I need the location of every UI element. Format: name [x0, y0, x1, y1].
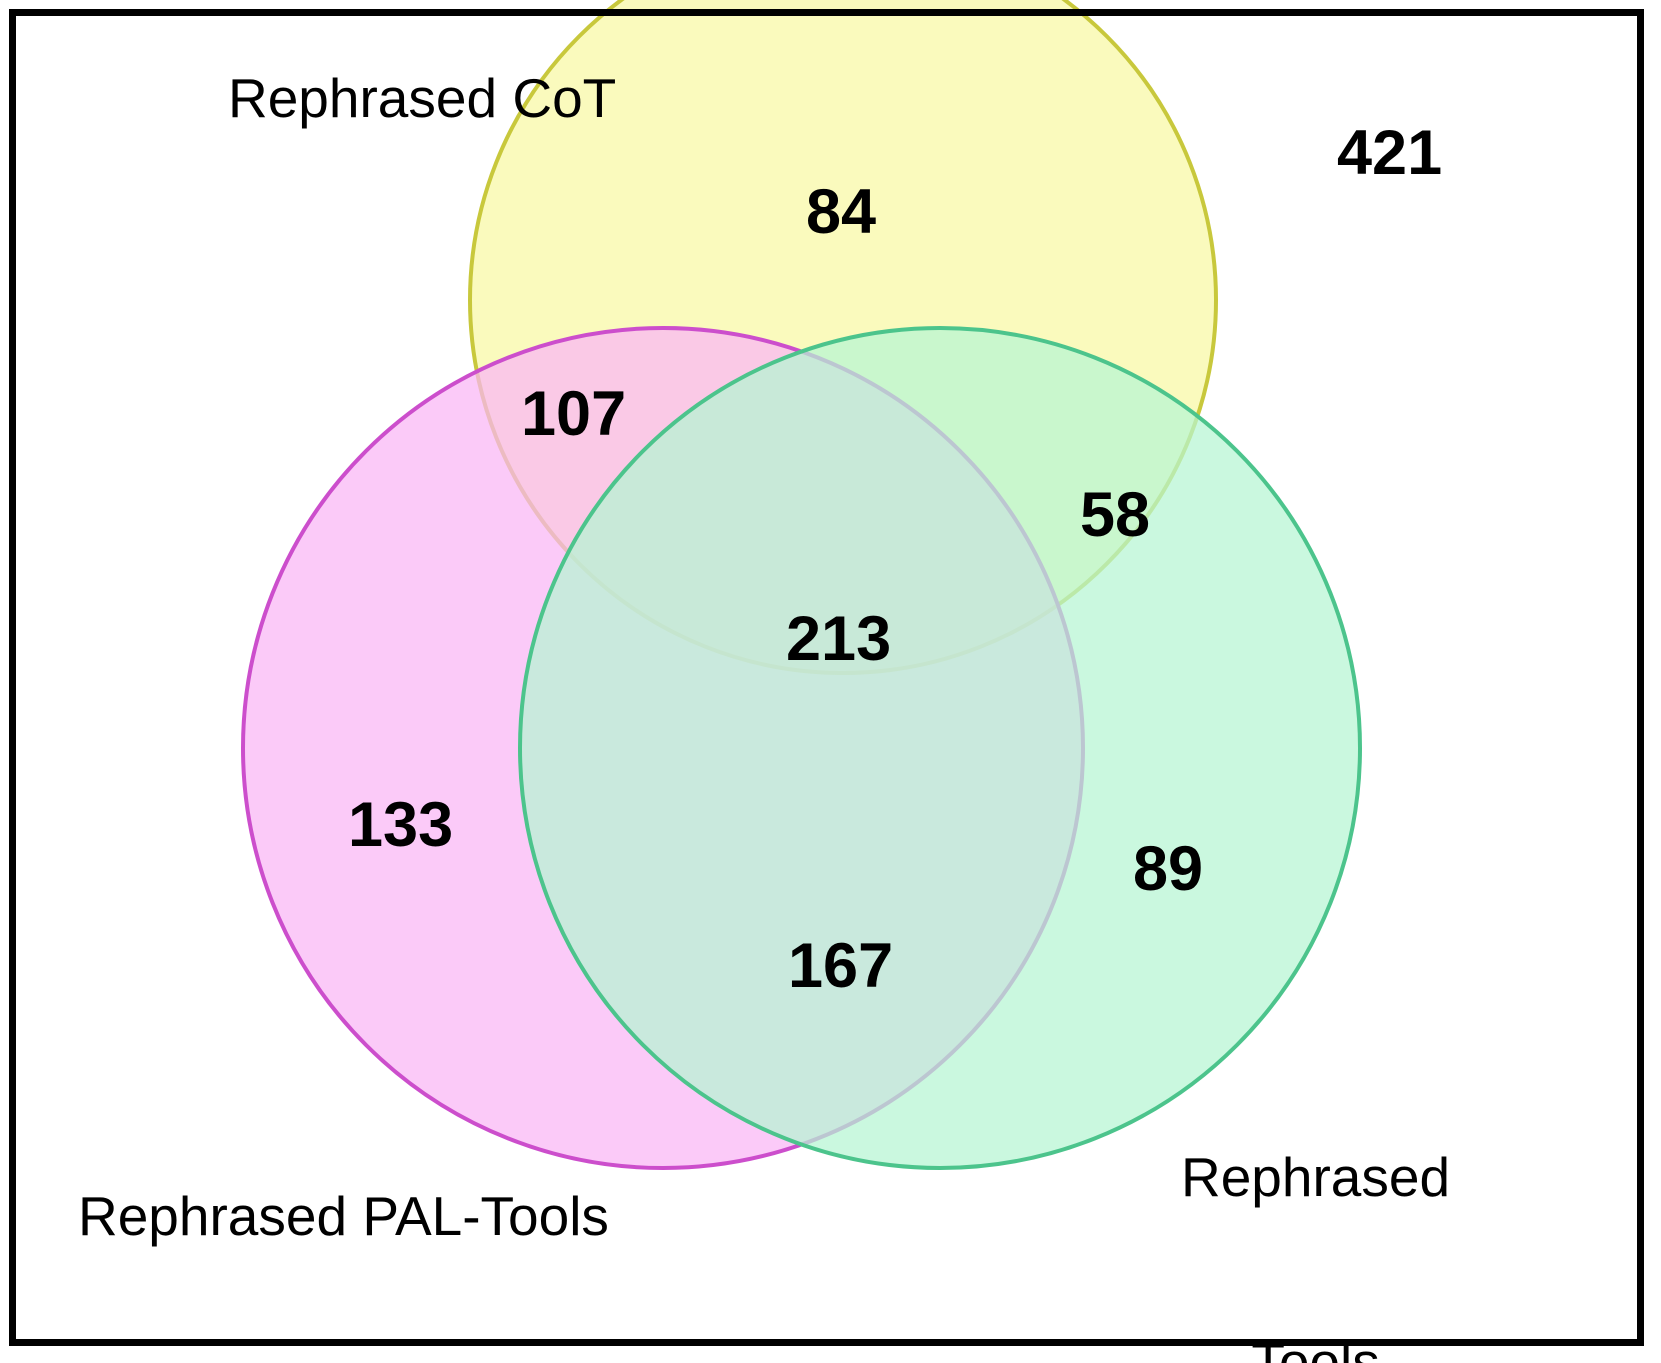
count-rephrased-cot-only: 84	[806, 177, 877, 247]
count-cot-and-pal-tools: 107	[521, 379, 627, 449]
count-cot-and-tools: 58	[1080, 480, 1151, 550]
circle-rephrased-tools	[518, 326, 1362, 1170]
set-label-rephrased-cot: Rephrased CoT	[228, 67, 617, 129]
set-label-rephrased-tools-line1: Rephrased	[1181, 1146, 1451, 1209]
count-rephrased-tools-only: 89	[1133, 834, 1204, 904]
set-label-rephrased-tools-line2: Tools	[1251, 1330, 1380, 1363]
count-rephrased-pal-tools-only: 133	[348, 790, 454, 860]
set-label-rephrased-tools: Rephrased Tools	[1181, 1024, 1450, 1363]
count-all-three-sets: 213	[786, 604, 892, 674]
count-pal-tools-and-tools: 167	[788, 931, 894, 1001]
set-label-rephrased-pal-tools: Rephrased PAL-Tools	[78, 1185, 609, 1247]
count-outside-all-sets: 421	[1337, 118, 1443, 188]
